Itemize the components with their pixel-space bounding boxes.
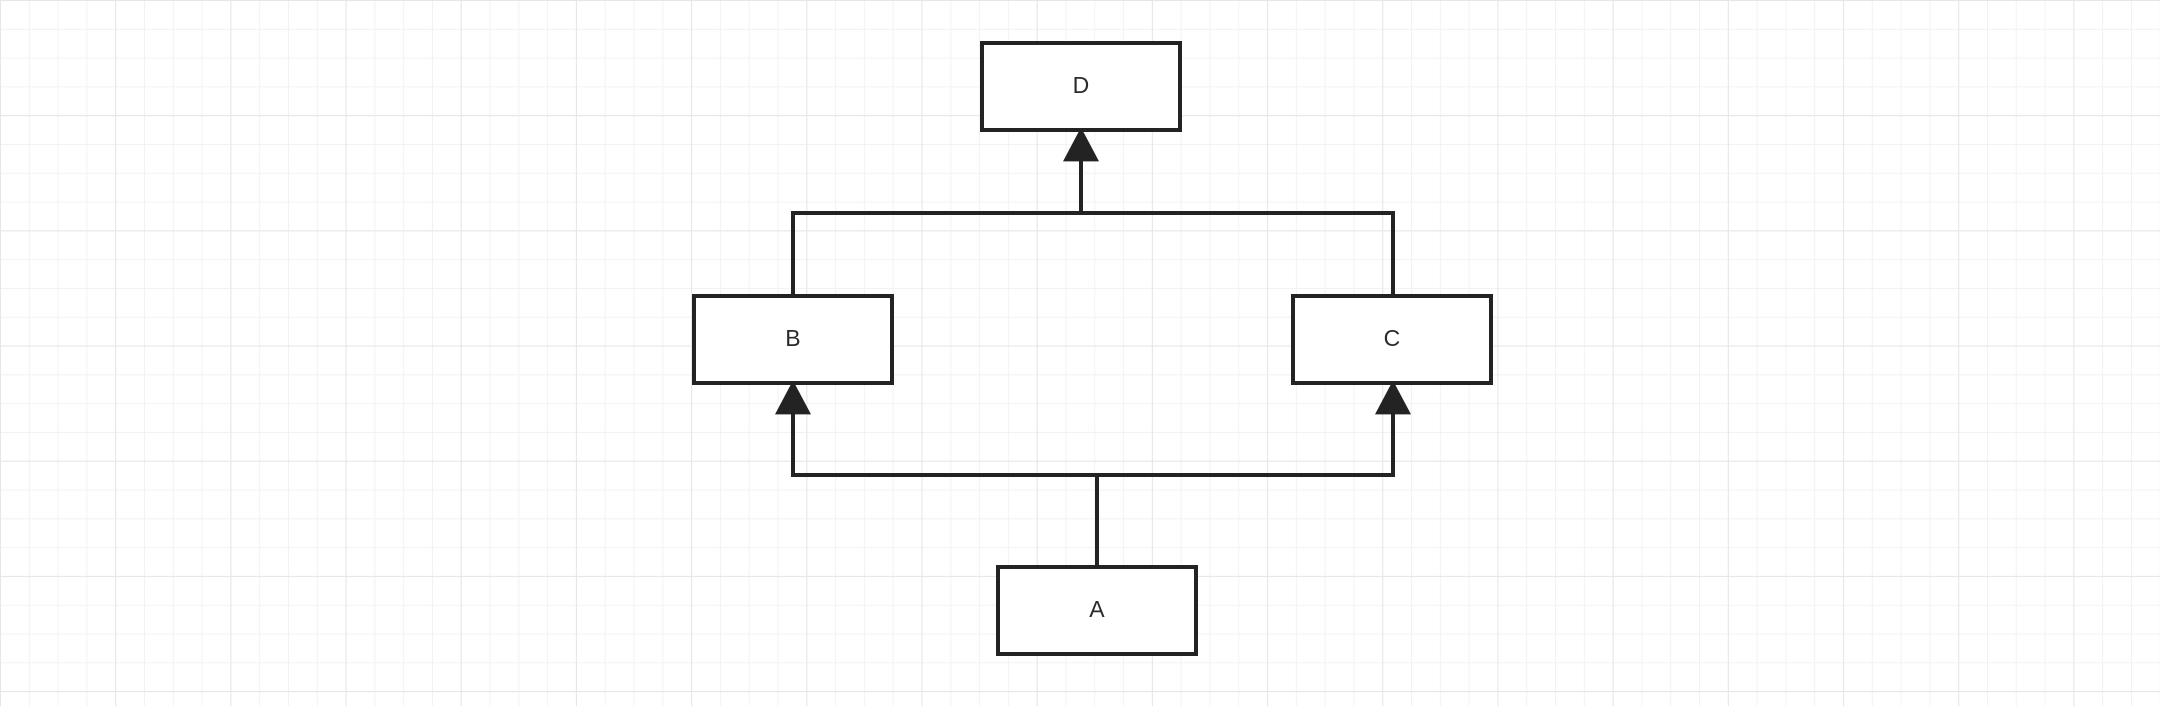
node-c-label: C [1383, 325, 1401, 351]
node-b-label: B [785, 325, 801, 351]
edge-b-to-d[interactable] [791, 211, 1081, 294]
edge-a-to-b[interactable] [775, 380, 1099, 565]
node-a-label: A [1089, 596, 1105, 622]
edge-a-to-c[interactable] [1097, 380, 1411, 477]
node-b[interactable]: B [692, 294, 894, 385]
node-c[interactable]: C [1291, 294, 1493, 385]
node-d-label: D [1072, 72, 1090, 98]
edge-c-to-d[interactable] [1081, 211, 1395, 294]
node-d[interactable]: D [980, 41, 1182, 132]
node-a[interactable]: A [996, 565, 1198, 656]
